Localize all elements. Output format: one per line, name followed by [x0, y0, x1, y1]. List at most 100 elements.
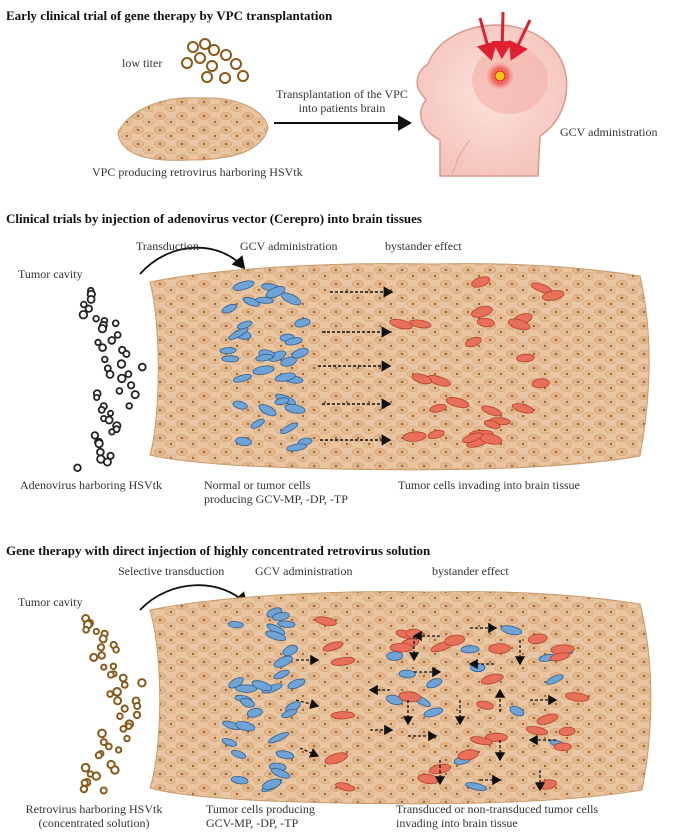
- panel1-gcv-label: GCV administration: [560, 126, 657, 140]
- retrovirus-particle: [121, 726, 127, 732]
- panel3-caption-left: Retrovirus harboring HSVtk (concentrated…: [14, 803, 174, 831]
- adenovirus-particle: [88, 296, 95, 303]
- panel3-caption-left-line2: (concentrated solution): [14, 817, 174, 831]
- adenovirus-particle: [128, 382, 134, 388]
- blue-transduced-cell: [220, 347, 236, 354]
- retrovirus-particle: [83, 627, 89, 633]
- adenovirus-particle: [99, 407, 105, 413]
- panel3-gcv-label: GCV administration: [255, 565, 352, 579]
- retrovirus-particle: [106, 744, 112, 750]
- adenovirus-particle: [104, 458, 111, 465]
- retrovirus-particle: [90, 654, 97, 661]
- panel2-caption-mid-line1: Normal or tumor cells: [204, 479, 348, 493]
- red-tumor-cell: [489, 643, 511, 653]
- adenovirus-particle: [107, 371, 114, 378]
- retrovirus-particle: [124, 736, 129, 741]
- retrovirus-particle: [101, 665, 106, 670]
- panel1-title: Early clinical trial of gene therapy by …: [6, 9, 332, 24]
- panel3-caption-right-line1: Transduced or non-transduced tumor cells: [396, 803, 598, 817]
- adenovirus-particle: [102, 357, 108, 363]
- panel3-tumor-cavity-label: Tumor cavity: [18, 596, 83, 610]
- retrovirus-particle: [93, 772, 100, 779]
- panel3-bystander-label: bystander effect: [432, 565, 509, 579]
- red-tumor-cell: [331, 711, 355, 719]
- panel2-gcv-label: GCV administration: [240, 240, 337, 254]
- panel3-concentrated-viruses: [81, 615, 146, 794]
- adenovirus-particle: [125, 371, 131, 377]
- retrovirus-particle: [98, 644, 104, 650]
- adenovirus-particle: [86, 306, 92, 312]
- adenovirus-particle: [118, 360, 126, 368]
- panel3-title: Gene therapy with direct injection of hi…: [6, 544, 430, 559]
- panel2-caption-left: Adenovirus harboring HSVtk: [20, 479, 162, 493]
- panel2-brain-tissue: [150, 264, 649, 470]
- retrovirus-particle: [113, 647, 119, 653]
- panel1-low-titer-viruses: [182, 39, 248, 83]
- retrovirus-particle: [120, 675, 127, 682]
- retrovirus-particle: [82, 764, 90, 772]
- panel2-caption-mid-line2: producing GCV-MP, -DP, -TP: [204, 493, 348, 507]
- patient-head-illustration: [417, 25, 567, 176]
- panel2-caption-mid: Normal or tumor cells producing GCV-MP, …: [204, 479, 348, 507]
- adenovirus-particle: [108, 411, 113, 416]
- retrovirus-particle: [122, 682, 128, 688]
- adenovirus-particle: [118, 375, 126, 383]
- retrovirus-particle: [100, 635, 107, 642]
- retrovirus-particle: [96, 752, 102, 758]
- retrovirus-particle: [111, 664, 116, 669]
- retrovirus-particle: [122, 706, 128, 712]
- transplantation-line1: Transplantation of the VPC: [262, 88, 422, 102]
- panel3-caption-right-line2: invading into brain tissue: [396, 817, 598, 831]
- retrovirus-particle: [114, 697, 121, 704]
- retrovirus-particle: [101, 788, 107, 794]
- adenovirus-particle: [99, 325, 106, 332]
- panel2-bystander-label: bystander effect: [385, 240, 462, 254]
- adenovirus-particle: [109, 429, 114, 434]
- adenovirus-particle: [93, 316, 99, 322]
- adenovirus-particle: [95, 440, 102, 447]
- adenovirus-particle: [117, 388, 123, 394]
- panel2-tumor-cavity-viruses: [74, 288, 146, 471]
- retrovirus-particle: [98, 730, 106, 738]
- panel1-vpc-cell-mass: [118, 98, 268, 161]
- retrovirus-particle: [116, 747, 121, 752]
- retrovirus-particle: [107, 691, 113, 697]
- adenovirus-particle: [115, 332, 121, 338]
- panel3-caption-mid-line2: GCV-MP, -DP, -TP: [206, 817, 315, 831]
- retrovirus-particle: [99, 652, 105, 658]
- retrovirus-particle: [113, 688, 121, 696]
- red-tumor-cell: [554, 743, 571, 751]
- retrovirus-particle: [108, 672, 114, 678]
- red-tumor-cell: [390, 643, 413, 652]
- adenovirus-particle: [94, 395, 99, 400]
- retrovirus-particle: [138, 679, 145, 686]
- adenovirus-particle: [97, 449, 104, 456]
- adenovirus-particle: [80, 311, 88, 319]
- blue-transduced-cell: [461, 645, 479, 653]
- vpc-caption: VPC producing retrovirus harboring HSVtk: [92, 166, 303, 180]
- adenovirus-particle: [113, 320, 119, 326]
- adenovirus-particle: [99, 344, 106, 351]
- adenovirus-particle: [106, 417, 113, 424]
- retrovirus-particle: [81, 786, 87, 792]
- adenovirus-particle: [139, 364, 146, 371]
- transplantation-line2: into patients brain: [262, 102, 422, 116]
- blue-transduced-cell: [222, 356, 239, 362]
- panel3-caption-left-line1: Retrovirus harboring HSVtk: [14, 803, 174, 817]
- transplantation-label: Transplantation of the VPC into patients…: [262, 88, 422, 116]
- adenovirus-particle: [126, 403, 132, 409]
- panel3-caption-mid: Tumor cells producing GCV-MP, -DP, -TP: [206, 803, 315, 831]
- retrovirus-particle: [94, 629, 99, 634]
- low-titer-label: low titer: [122, 57, 162, 71]
- panel2-caption-right: Tumor cells invading into brain tissue: [398, 479, 580, 493]
- panel2-tumor-cavity-label: Tumor cavity: [18, 268, 83, 282]
- panel2-transduction-label: Transduction: [136, 240, 199, 254]
- retrovirus-particle: [117, 713, 123, 719]
- adenovirus-particle: [123, 351, 129, 357]
- panel3-caption-right: Transduced or non-transduced tumor cells…: [396, 803, 598, 831]
- adenovirus-particle: [74, 465, 81, 472]
- panel3-selective-transduction-label: Selective transduction: [118, 565, 224, 579]
- panel3-caption-mid-line1: Tumor cells producing: [206, 803, 315, 817]
- retrovirus-particle: [134, 703, 140, 709]
- adenovirus-particle: [108, 337, 115, 344]
